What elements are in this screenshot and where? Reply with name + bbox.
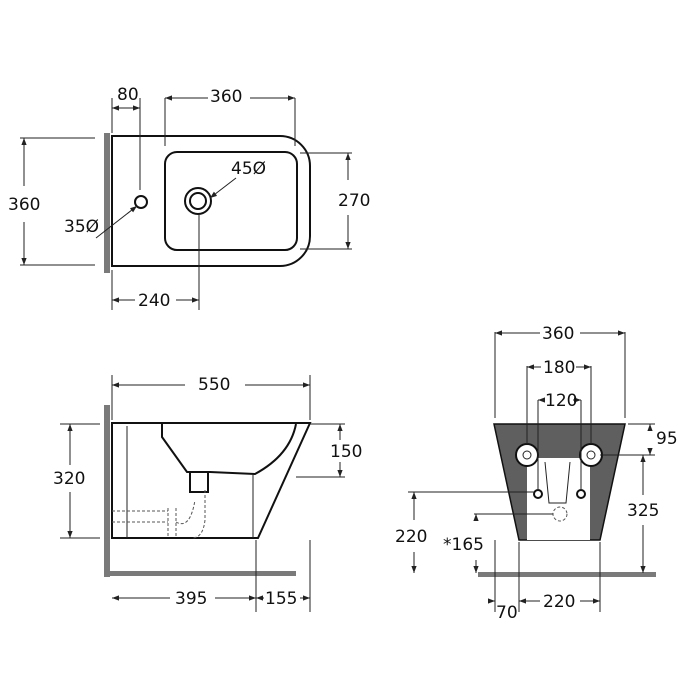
- side-view: 550 320 150 395 155: [53, 375, 362, 612]
- dim-supply-height: 220: [395, 527, 427, 547]
- dim-width: 360: [542, 324, 574, 344]
- dim-basin-width: 360: [210, 87, 242, 107]
- dim-base-width: 220: [543, 592, 575, 612]
- dim-waste-height: *165: [443, 535, 484, 555]
- dim-drain-diameter: 45Ø: [231, 159, 266, 179]
- dim-bolt-spacing: 180: [543, 358, 575, 378]
- front-view: 360 180 120 95 325 220 *165 220 70: [395, 324, 678, 623]
- dim-height: 320: [53, 469, 85, 489]
- dim-length: 550: [198, 375, 230, 395]
- fixing-bolt-left: [515, 443, 539, 467]
- dim-depth: 360: [8, 195, 40, 215]
- dim-drain-offset: 240: [138, 291, 170, 311]
- dim-inner-spacing: 120: [545, 391, 577, 411]
- wall: [104, 405, 110, 577]
- fixing-bolt-right: [579, 443, 603, 467]
- wall: [104, 133, 110, 273]
- dim-tap-offset: 80: [117, 85, 139, 105]
- dim-basin-depth: 270: [338, 191, 370, 211]
- dim-front-length: 155: [265, 589, 297, 609]
- dim-tap-hole-diameter: 35Ø: [64, 217, 99, 237]
- floor: [110, 571, 296, 576]
- basin-outline: [164, 151, 298, 251]
- tap-hole: [134, 195, 148, 209]
- dim-bolt-offset: 95: [656, 429, 678, 449]
- floor: [478, 572, 656, 577]
- top-view: 80 360 360 270 240 45Ø 35Ø: [8, 85, 370, 311]
- dim-rear-length: 395: [175, 589, 207, 609]
- dim-bolt-height: 325: [627, 501, 659, 521]
- dim-side-offset: 70: [496, 603, 518, 623]
- dim-basin-depth: 150: [330, 442, 362, 462]
- drain-inner: [189, 192, 207, 210]
